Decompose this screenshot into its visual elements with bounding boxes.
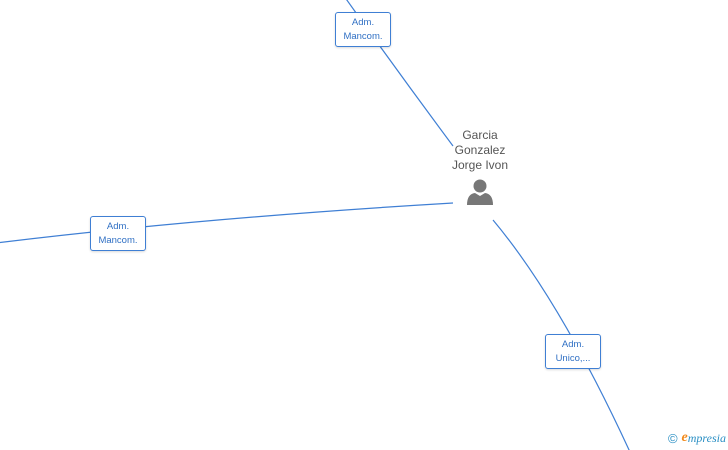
- role-badge-line2: Unico,...: [555, 353, 591, 364]
- role-badge-left[interactable]: Adm. Mancom.: [90, 216, 146, 251]
- role-badge-line1: Adm.: [351, 17, 375, 28]
- person-icon: [467, 179, 493, 205]
- role-badge-line1: Adm.: [561, 339, 585, 350]
- edge-to-left-company: [0, 202, 454, 244]
- role-badge-bottom[interactable]: Adm. Unico,...: [545, 334, 601, 369]
- person-node[interactable]: Garcia Gonzalez Jorge Ivon: [430, 128, 530, 207]
- person-name-line1: Garcia: [462, 128, 498, 142]
- person-name-line3: Jorge Ivon: [451, 158, 509, 172]
- role-badge-top[interactable]: Adm. Mancom.: [335, 12, 391, 47]
- person-name-line2: Gonzalez: [454, 143, 506, 157]
- role-badge-line1: Adm.: [106, 221, 130, 232]
- role-badge-line2: Mancom.: [343, 31, 383, 42]
- empresia-watermark: © e mpresia: [668, 430, 726, 446]
- person-name: Garcia Gonzalez Jorge Ivon: [430, 128, 530, 173]
- edge-to-bottom-company: [492, 219, 630, 450]
- brand-initial: e: [681, 430, 688, 445]
- role-badge-line2: Mancom.: [98, 235, 138, 246]
- brand-name: mpresia: [687, 430, 726, 445]
- copyright-icon: ©: [667, 430, 678, 446]
